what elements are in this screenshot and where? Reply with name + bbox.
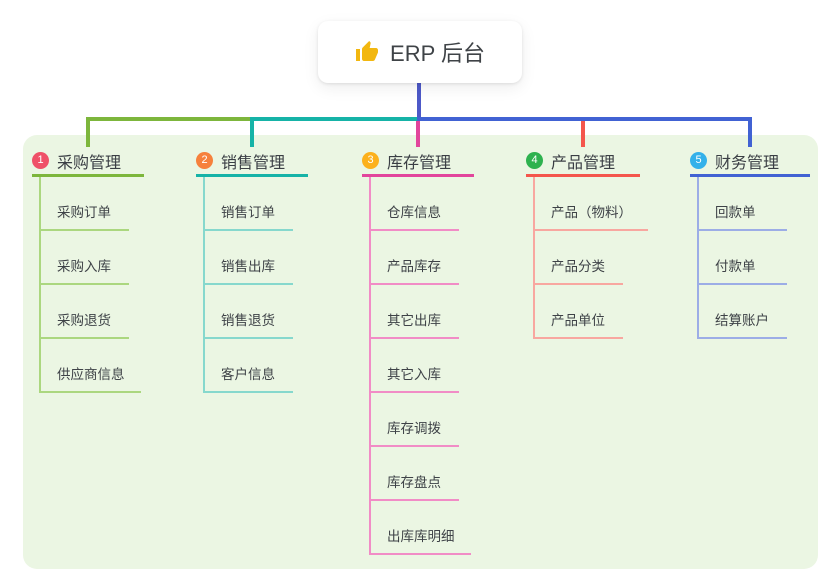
- child-node[interactable]: 销售出库: [203, 231, 293, 285]
- child-node[interactable]: 其它出库: [369, 285, 459, 339]
- branch-header-finance[interactable]: 5 财务管理: [690, 147, 810, 177]
- child-node[interactable]: 采购入库: [39, 231, 129, 285]
- connector-root-vertical: [417, 83, 421, 121]
- branch-index-badge: 1: [32, 152, 49, 169]
- connector-branch-1-drop: [86, 117, 90, 147]
- branch-label: 财务管理: [715, 154, 780, 172]
- child-node[interactable]: 其它入库: [369, 339, 459, 393]
- child-node[interactable]: 销售订单: [203, 177, 293, 231]
- thumbs-up-icon: [355, 40, 379, 64]
- child-node[interactable]: 产品（物料）: [533, 177, 648, 231]
- root-node[interactable]: ERP 后台: [318, 21, 522, 83]
- connector-branch-5-horizontal: [417, 117, 752, 121]
- branches-panel: [23, 135, 818, 569]
- branch-label: 采购管理: [57, 154, 122, 172]
- connector-branch-5-drop: [748, 117, 752, 147]
- child-node[interactable]: 采购订单: [39, 177, 129, 231]
- branch-header-product[interactable]: 4 产品管理: [526, 147, 640, 177]
- child-node[interactable]: 库存盘点: [369, 447, 459, 501]
- root-node-label: ERP 后台: [390, 41, 485, 66]
- child-node[interactable]: 回款单: [697, 177, 787, 231]
- branch-header-inventory[interactable]: 3 库存管理: [362, 147, 474, 177]
- child-node[interactable]: 客户信息: [203, 339, 293, 393]
- child-node[interactable]: 库存调拨: [369, 393, 459, 447]
- branch-index-badge: 5: [690, 152, 707, 169]
- child-node[interactable]: 出库库明细: [369, 501, 471, 555]
- child-node[interactable]: 产品库存: [369, 231, 459, 285]
- branch-index-badge: 4: [526, 152, 543, 169]
- branch-node-purchase: 1 采购管理 采购订单 采购入库 采购退货 供应商信息: [32, 147, 144, 393]
- connector-branch-4-drop: [581, 121, 585, 147]
- connector-branch-3-drop: [416, 121, 420, 147]
- branch-node-product: 4 产品管理 产品（物料） 产品分类 产品单位: [526, 147, 648, 339]
- child-node[interactable]: 产品分类: [533, 231, 623, 285]
- branch-node-sales: 2 销售管理 销售订单 销售出库 销售退货 客户信息: [196, 147, 308, 393]
- child-node[interactable]: 付款单: [697, 231, 787, 285]
- branch-index-badge: 3: [362, 152, 379, 169]
- branch-children: 采购订单 采购入库 采购退货 供应商信息: [39, 177, 141, 393]
- branch-node-inventory: 3 库存管理 仓库信息 产品库存 其它出库 其它入库 库存调拨 库存盘点 出库库…: [362, 147, 474, 555]
- branch-header-sales[interactable]: 2 销售管理: [196, 147, 308, 177]
- child-node[interactable]: 供应商信息: [39, 339, 141, 393]
- branch-label: 产品管理: [551, 154, 616, 172]
- branch-children: 回款单 付款单 结算账户: [697, 177, 787, 339]
- branch-children: 产品（物料） 产品分类 产品单位: [533, 177, 648, 339]
- branch-label: 销售管理: [221, 154, 286, 172]
- child-node[interactable]: 结算账户: [697, 285, 787, 339]
- child-node[interactable]: 销售退货: [203, 285, 293, 339]
- branch-label: 库存管理: [387, 154, 452, 172]
- connector-branch-2-drop: [250, 117, 254, 147]
- branch-children: 销售订单 销售出库 销售退货 客户信息: [203, 177, 293, 393]
- connector-branch-1-horizontal: [86, 117, 255, 121]
- branch-node-finance: 5 财务管理 回款单 付款单 结算账户: [690, 147, 810, 339]
- child-node[interactable]: 产品单位: [533, 285, 623, 339]
- child-node[interactable]: 采购退货: [39, 285, 129, 339]
- branch-header-purchase[interactable]: 1 采购管理: [32, 147, 144, 177]
- branch-index-badge: 2: [196, 152, 213, 169]
- child-node[interactable]: 仓库信息: [369, 177, 459, 231]
- connector-branch-2-horizontal: [251, 117, 421, 121]
- branch-children: 仓库信息 产品库存 其它出库 其它入库 库存调拨 库存盘点 出库库明细: [369, 177, 471, 555]
